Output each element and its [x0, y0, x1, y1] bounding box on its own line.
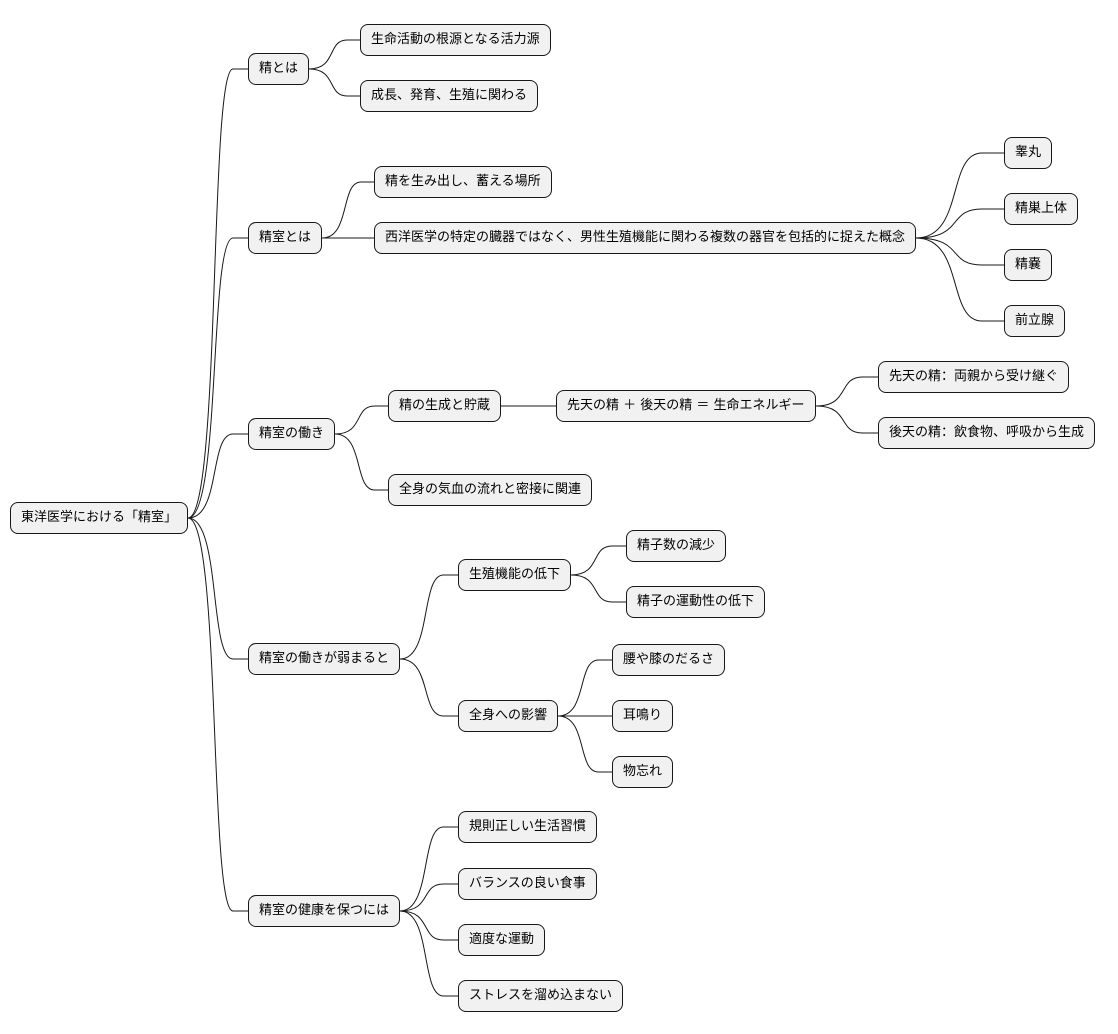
connector-line — [570, 545, 626, 576]
leaf-node: 生命活動の根源となる活力源 — [360, 24, 551, 56]
leaf-node: 全身の気血の流れと密接に関連 — [388, 474, 593, 506]
branch-sei-towa: 精とは — [248, 53, 310, 85]
root-node: 東洋医学における「精室」 — [10, 502, 189, 534]
leaf-node: 精子の運動性の低下 — [626, 586, 766, 618]
leaf-node: 成長、発育、生殖に関わる — [360, 80, 539, 112]
leaf-node: 精を生み出し、蓄える場所 — [374, 166, 552, 198]
leaf-node: 先天の精：両親から受け継ぐ — [878, 361, 1070, 393]
connector-line — [399, 574, 458, 660]
connector-line — [570, 574, 626, 603]
subtopic-node: 全身への影響 — [458, 700, 559, 732]
connector-line — [187, 517, 248, 660]
leaf-node: 規則正しい生活習慣 — [458, 811, 598, 843]
connector-line — [915, 208, 1004, 239]
leaf-node: 後天の精：飲食物、呼吸から生成 — [878, 417, 1096, 449]
connector-line — [399, 883, 458, 912]
leaf-node: 前立腺 — [1004, 305, 1066, 337]
connector-line — [399, 658, 458, 717]
branch-hataraki-yowamaru: 精室の働きが弱まると — [248, 643, 401, 675]
connector-line — [187, 517, 248, 912]
connector-line — [557, 659, 612, 717]
subtopic-node: 生殖機能の低下 — [458, 559, 572, 591]
connector-line — [187, 237, 248, 519]
connector-line — [915, 237, 1004, 266]
branch-seishitsu-hataraki: 精室の働き — [248, 418, 336, 450]
leaf-node: 精子数の減少 — [626, 530, 727, 562]
subtopic-node: 先天の精 ＋ 後天の精 ＝ 生命エネルギー — [556, 390, 816, 422]
connector-line — [308, 68, 360, 97]
connector-line — [187, 433, 248, 519]
connector-line — [815, 376, 878, 407]
connector-line — [915, 152, 1004, 239]
leaf-node: 適度な運動 — [458, 924, 546, 956]
branch-seishitsu-towa: 精室とは — [248, 222, 323, 254]
leaf-node: 物忘れ — [612, 756, 674, 788]
branch-kenko-tamotsu: 精室の健康を保つには — [248, 895, 401, 927]
connector-line — [334, 405, 388, 435]
leaf-node: 精嚢 — [1004, 249, 1053, 281]
subtopic-node: 精の生成と貯蔵 — [388, 390, 502, 422]
leaf-node: ストレスを溜め込まない — [458, 980, 624, 1012]
leaf-node: 精巣上体 — [1004, 193, 1079, 225]
connector-line — [915, 237, 1004, 322]
connector-line — [815, 405, 878, 434]
leaf-node: 腰や膝のだるさ — [612, 644, 726, 676]
connector-line — [557, 715, 612, 773]
leaf-node: 耳鳴り — [612, 700, 674, 732]
connector-line — [399, 910, 458, 997]
connector-line — [187, 68, 248, 519]
connector-line — [321, 181, 374, 239]
connector-line — [399, 910, 458, 941]
leaf-node: バランスの良い食事 — [458, 868, 597, 900]
connector-line — [334, 433, 388, 491]
connector-line — [399, 826, 458, 912]
connector-line — [308, 39, 360, 70]
subtopic-node: 西洋医学の特定の臓器ではなく、男性生殖機能に関わる複数の器官を包括的に捉えた概念 — [374, 222, 917, 254]
leaf-node: 睾丸 — [1004, 137, 1053, 169]
